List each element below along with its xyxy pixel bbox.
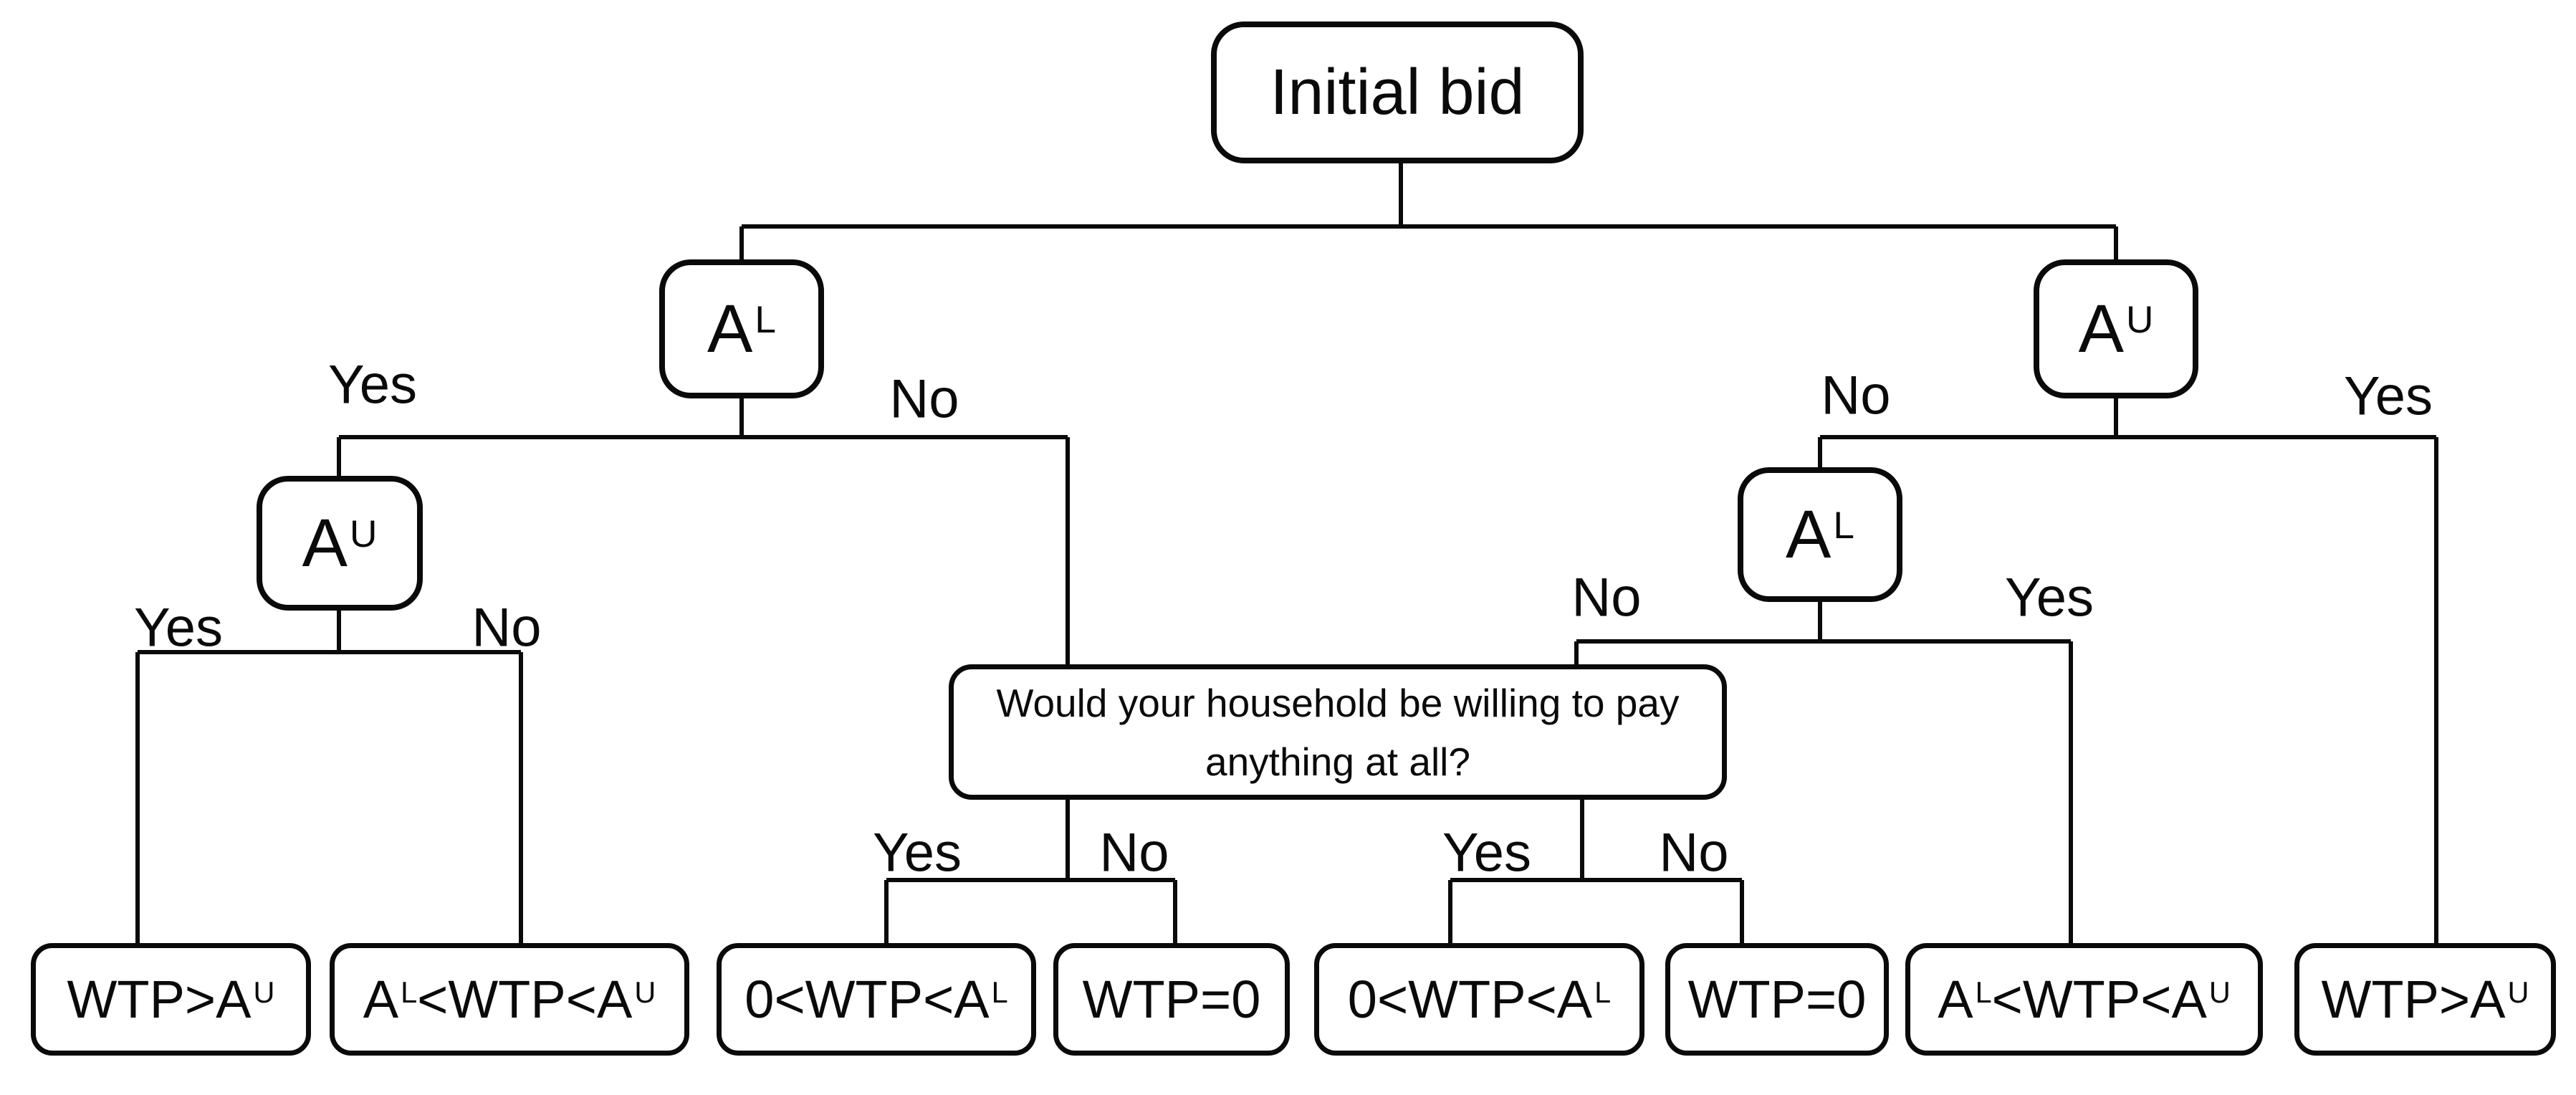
- leaf-0-wtp-al-right: 0<WTP<AL: [1314, 943, 1644, 1056]
- leaf-label: 0<WTP<AL: [744, 970, 1008, 1029]
- leaf-al-wtp-au-left: AL<WTP<AU: [330, 943, 689, 1056]
- branch-label-yes-right-1: Yes: [2344, 365, 2433, 427]
- branch-label-yes-question-right: Yes: [1442, 822, 1531, 884]
- leaf-al-wtp-au-right: AL<WTP<AU: [1905, 943, 2263, 1056]
- node-question-pay-anything: Would your household be willing to pay a…: [949, 664, 1727, 800]
- leaf-label: AL<WTP<AU: [363, 970, 656, 1029]
- leaf-wtp-greater-than-au-left: WTP>AU: [31, 943, 311, 1056]
- leaf-wtp-zero-right: WTP=0: [1665, 943, 1889, 1056]
- node-upper-bid-right: AU: [2034, 259, 2198, 398]
- leaf-wtp-zero-left: WTP=0: [1053, 943, 1290, 1056]
- node-initial-bid-label: Initial bid: [1270, 56, 1525, 128]
- leaf-label: WTP=0: [1082, 970, 1261, 1029]
- branch-label-no-question-right: No: [1659, 822, 1729, 884]
- leaf-label: AL<WTP<AU: [1938, 970, 2231, 1029]
- node-lower-bid-right: AL: [1738, 467, 1902, 602]
- branch-label-yes-right-2: Yes: [2005, 567, 2094, 628]
- node-label: AU: [2078, 290, 2154, 367]
- branch-label-yes-question-left: Yes: [873, 822, 962, 884]
- leaf-label: WTP>AU: [67, 970, 275, 1029]
- leaf-0-wtp-al-left: 0<WTP<AL: [717, 943, 1036, 1056]
- node-upper-bid-left: AU: [257, 476, 423, 611]
- branch-label-no-left-2: No: [471, 597, 542, 659]
- leaf-wtp-greater-than-au-right: WTP>AU: [2294, 943, 2556, 1056]
- node-label: AL: [1786, 496, 1854, 573]
- branch-label-yes-left-1: Yes: [328, 354, 417, 416]
- question-line-2: anything at all?: [1205, 739, 1470, 784]
- node-label: AU: [302, 505, 378, 581]
- leaf-label: 0<WTP<AL: [1347, 970, 1612, 1029]
- branch-label-no-right-2: No: [1571, 567, 1642, 628]
- branch-label-no-left-1: No: [889, 368, 959, 430]
- leaf-label: WTP>AU: [2321, 970, 2529, 1029]
- branch-label-yes-left-2: Yes: [134, 597, 223, 659]
- node-initial-bid: Initial bid: [1211, 21, 1584, 163]
- branch-label-no-right-1: No: [1821, 365, 1891, 426]
- node-label: AL: [707, 290, 776, 367]
- question-line-1: Would your household be willing to pay: [996, 680, 1680, 725]
- branch-label-no-question-left: No: [1099, 822, 1169, 884]
- leaf-label: WTP=0: [1687, 970, 1867, 1029]
- node-lower-bid-left: AL: [659, 259, 824, 398]
